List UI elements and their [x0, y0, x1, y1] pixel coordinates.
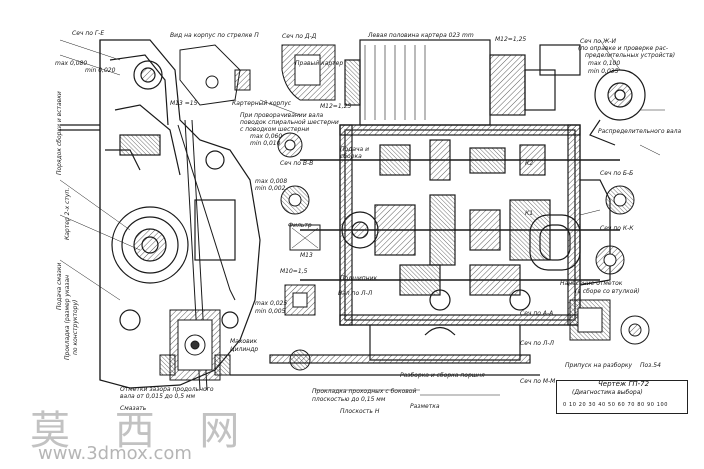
right-housing — [529, 69, 646, 286]
label-reducer: При проворачивании вала — [240, 112, 324, 119]
label-vertical-2: Картер 2-х ступ. — [64, 187, 71, 240]
top-view-detail — [179, 44, 251, 106]
label-measure-c: max 0,100 — [588, 60, 621, 67]
label-sec-cc: Сеч по В-В — [280, 160, 314, 167]
label-measure-e: max 0,060 — [250, 133, 283, 140]
label-mid-note-2: плоскостью до 0,15 мм — [312, 396, 386, 403]
label-bottom-note-3: Смазать — [120, 405, 147, 412]
label-measure-d: min 0,035 — [588, 68, 619, 75]
watermark-url: www.3dmox.com — [38, 443, 192, 464]
central-gearbox — [300, 124, 620, 326]
label-press-fit: (по оправке и проверке рас- — [578, 45, 669, 52]
middle-sections — [277, 132, 321, 371]
label-k2: К2 — [525, 160, 534, 167]
label-crankcase-top: Левая половина картера 023 mm — [368, 32, 474, 39]
label-measure-i: max 0,025 — [255, 300, 288, 307]
label-m12b: М12=1,25 — [320, 103, 352, 110]
label-shaft-mm: Сеч по М-М — [520, 378, 556, 385]
label-motor: Подача и — [340, 146, 370, 153]
label-vertical-3: Подача смазки — [56, 262, 63, 310]
label-right-crank: Правый картер — [295, 60, 344, 67]
label-measure-b: min 0,020 — [85, 67, 116, 74]
label-crankcase: Картерный корпус — [232, 100, 292, 107]
label-pos-b: Нанесение отметок — [560, 280, 623, 287]
label-measure-a: max 0,080 — [55, 60, 88, 67]
section-dd-detail — [281, 44, 336, 101]
label-reducer-2: поводок спиральной шестерни — [240, 119, 339, 126]
electric-motor — [344, 39, 581, 126]
label-k1: К1 — [525, 210, 534, 217]
label-dist-shaft: Распределительного вала — [598, 128, 682, 135]
label-m13b: М13 =15 — [170, 100, 198, 107]
vertical-rod — [159, 119, 236, 391]
label-bearing: Подшипник — [340, 275, 378, 282]
label-sec-hh: Сеч по Ж-И — [580, 38, 616, 45]
label-shaft-kk: Сеч по К-К — [600, 225, 634, 232]
label-m13: М13 — [300, 252, 313, 259]
label-m12: М12=1,25 — [495, 36, 527, 43]
leader-lines — [59, 39, 665, 396]
title-block-title: Чертёж ГП-72 — [598, 380, 650, 388]
label-reducer-3: с поводком шестерни — [240, 126, 310, 133]
label-filter: Фильтр — [288, 222, 312, 229]
label-press-fit-2: пределительных устройств) — [585, 52, 676, 59]
label-sec-aa: Сеч по А-А — [520, 310, 554, 317]
label-view-cover: Вид на корпус по стрелке П — [170, 32, 259, 39]
label-sec-bb: Сеч по Б-Б — [600, 170, 634, 177]
title-block-subtitle: (Диагностика выбора) — [572, 389, 643, 396]
label-mid-note-1: Прокладка проходных с боковой — [312, 388, 417, 395]
label-shaft-ab: Вал по Л-Л — [338, 290, 373, 297]
label-vertical-5: по конструктору) — [72, 299, 79, 355]
label-measure-h: min 0,002 — [255, 185, 286, 192]
label-low-note-2: Разметка — [410, 403, 440, 410]
right-sections — [569, 185, 650, 345]
label-hatch: Маховик — [230, 338, 258, 345]
watermark-logo: 莫 西 网 — [30, 408, 256, 454]
label-shaft-ll: Сеч по Л-Л — [520, 340, 555, 347]
left-housing — [60, 39, 261, 389]
label-measure-f: min 0,010 — [250, 140, 281, 147]
label-sec-ee: Сеч по Г-Е — [72, 30, 105, 37]
label-pos-b-2: (в сборе со втулкой) — [575, 288, 640, 295]
label-tolerance: Припуск на разборку — [565, 362, 633, 369]
label-sec-dd: Сеч по Д-Д — [282, 33, 317, 40]
label-vertical-4: Прокладка (размер указан — [64, 274, 71, 360]
label-measure-j: min 0,005 — [255, 308, 286, 315]
label-bottom-note-1: Отметки зазора продольного — [120, 386, 214, 393]
label-mid-note-3: Плоскость Н — [340, 408, 380, 415]
label-bottom-note-2: вала от 0,015 до 0,5 мм — [120, 393, 196, 400]
label-low-note-1: Разборка и сборка поршня — [400, 372, 485, 379]
title-block — [556, 380, 688, 414]
label-measure-g: max 0,008 — [255, 178, 288, 185]
label-cylinder: Цилиндр — [230, 346, 259, 353]
label-motor-2: сборка — [340, 153, 362, 160]
label-m10: М10=1,5 — [280, 268, 308, 275]
label-pos54: Поз.54 — [640, 362, 661, 369]
scale-numbers: 0 10 20 30 40 50 60 70 80 90 100 — [563, 402, 669, 408]
label-vertical-1: Порядок сборки и вставки — [56, 91, 63, 175]
base-plate — [230, 325, 540, 376]
